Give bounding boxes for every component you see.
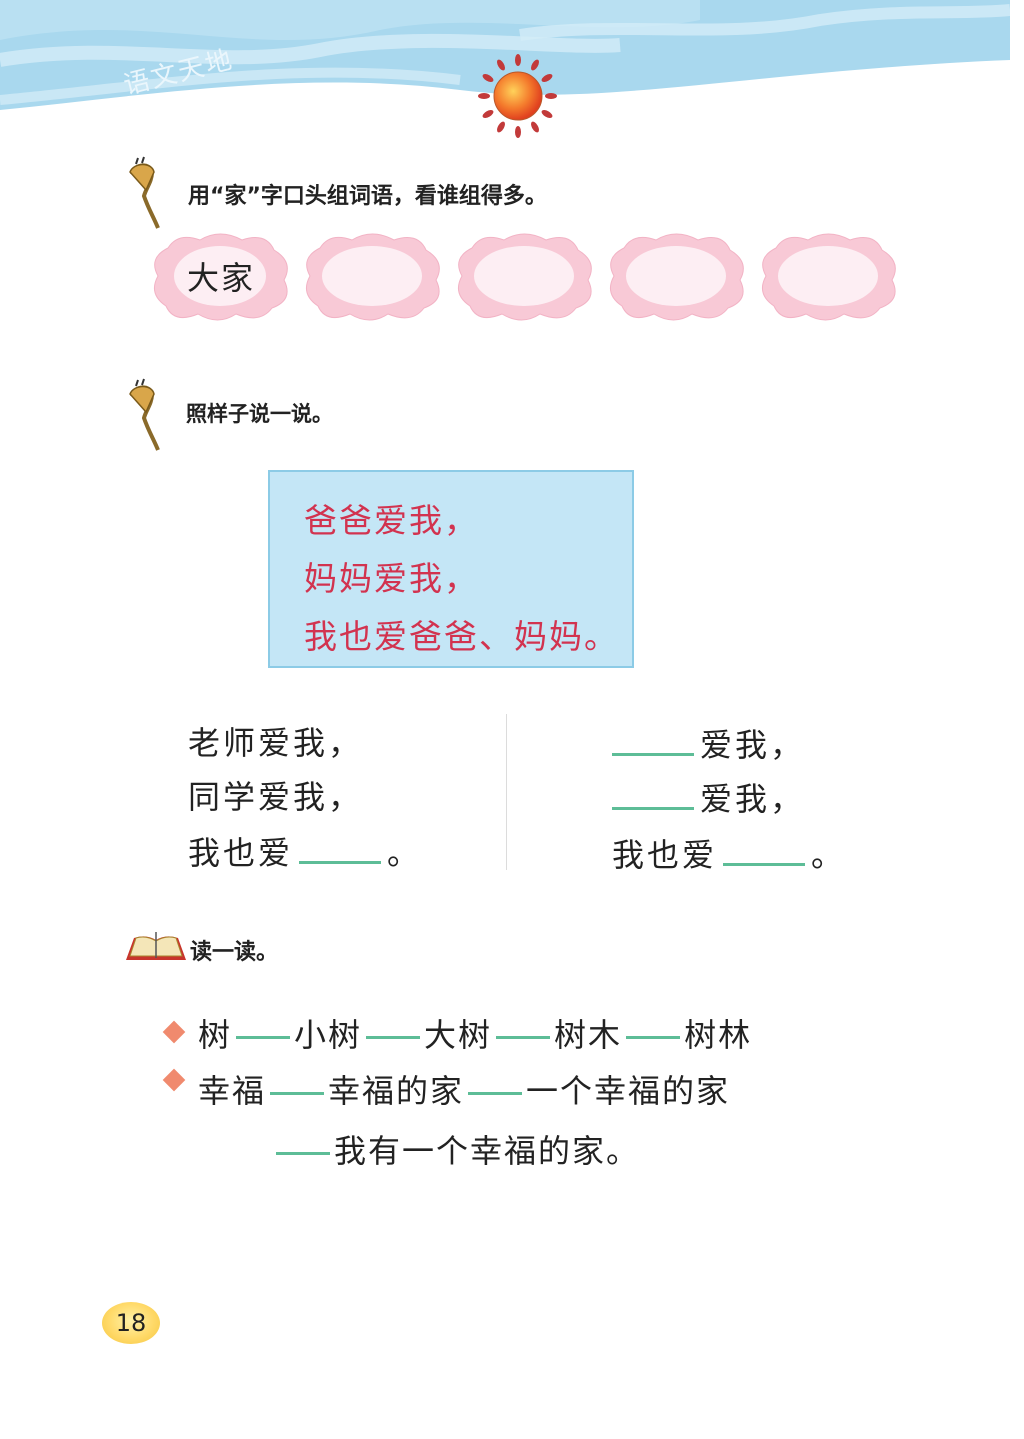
flower-word bbox=[452, 228, 598, 324]
right-line-2: 爱我， bbox=[606, 774, 805, 820]
read-word: 我有一个幸福的家。 bbox=[334, 1132, 641, 1170]
column-divider bbox=[506, 714, 507, 870]
header-banner: 语文天地 bbox=[0, 0, 1010, 138]
book-icon bbox=[126, 932, 186, 960]
flower-word bbox=[756, 228, 902, 324]
dash-connector bbox=[236, 1036, 291, 1039]
read-word: 幸福的家 bbox=[328, 1072, 465, 1110]
read-word: 幸福 bbox=[198, 1072, 267, 1110]
flower-word: 大家 bbox=[186, 259, 255, 297]
dash-connector bbox=[366, 1036, 421, 1039]
right-line-3-suffix: 。 bbox=[811, 836, 847, 874]
flower-box-4[interactable] bbox=[604, 228, 750, 324]
right-line-1: 爱我， bbox=[606, 720, 805, 766]
fill-blank[interactable] bbox=[612, 807, 694, 810]
left-line-1: 老师爱我， bbox=[188, 724, 364, 762]
flower-shape bbox=[305, 233, 440, 321]
torch-icon bbox=[129, 156, 160, 229]
dash-connector bbox=[496, 1036, 551, 1039]
right-line-3: 我也爱 。 bbox=[612, 830, 846, 876]
right-line-2-suffix: 爱我， bbox=[700, 780, 806, 818]
read-row-1: 树 小树 大树 树木 树林 bbox=[198, 1010, 752, 1056]
flower-box-2[interactable] bbox=[300, 228, 446, 324]
diamond-bullet-icon bbox=[162, 1020, 186, 1044]
read-word: 大树 bbox=[424, 1016, 493, 1054]
left-line-3-suffix: 。 bbox=[387, 834, 423, 872]
left-line-3: 我也爱 。 bbox=[188, 828, 422, 874]
flower-box-5[interactable] bbox=[756, 228, 902, 324]
example-line-2: 妈妈爱我， bbox=[304, 559, 479, 598]
read-word: 树 bbox=[198, 1016, 233, 1054]
flower-box-1: 大家 bbox=[148, 228, 294, 324]
example-box: 爸爸爱我， 妈妈爱我， 我也爱爸爸、妈妈。 bbox=[268, 470, 634, 668]
fill-blank[interactable] bbox=[723, 863, 806, 866]
torch-icon bbox=[129, 378, 160, 451]
dash-connector bbox=[626, 1036, 681, 1039]
flower-shape bbox=[761, 233, 896, 321]
read-word: 小树 bbox=[294, 1016, 363, 1054]
dash-connector bbox=[468, 1092, 523, 1095]
flower-shape bbox=[153, 233, 288, 321]
fill-blank[interactable] bbox=[612, 753, 694, 756]
section1-instruction: 用“家”字口头组词语，看谁组得多。 bbox=[188, 184, 547, 209]
flower-word bbox=[300, 228, 446, 324]
read-row-3: 我有一个幸福的家。 bbox=[272, 1126, 640, 1172]
section2-instruction: 照样子说一说。 bbox=[186, 402, 333, 426]
fill-blank[interactable] bbox=[299, 861, 382, 864]
right-line-3-prefix: 我也爱 bbox=[612, 836, 718, 874]
read-word: 树林 bbox=[684, 1016, 753, 1054]
left-line-2: 同学爱我， bbox=[188, 778, 364, 816]
read-row-2: 幸福 幸福的家 一个幸福的家 bbox=[198, 1066, 730, 1112]
read-word: 一个幸福的家 bbox=[526, 1072, 731, 1110]
section3-instruction: 读一读。 bbox=[190, 940, 279, 965]
flower-shape bbox=[457, 233, 592, 321]
example-line-1: 爸爸爱我， bbox=[304, 501, 479, 540]
flower-box-3[interactable] bbox=[452, 228, 598, 324]
read-word: 树木 bbox=[554, 1016, 623, 1054]
dash-connector bbox=[276, 1152, 330, 1155]
diamond-bullet-icon bbox=[162, 1068, 186, 1092]
right-line-1-suffix: 爱我， bbox=[700, 726, 806, 764]
example-line-3: 我也爱爸爸、妈妈。 bbox=[304, 617, 619, 656]
flower-shape bbox=[609, 233, 744, 321]
sun-icon bbox=[478, 54, 557, 138]
left-line-3-prefix: 我也爱 bbox=[188, 834, 294, 872]
dash-connector bbox=[270, 1092, 325, 1095]
flower-word bbox=[604, 228, 750, 324]
page-number: 18 bbox=[102, 1302, 160, 1344]
